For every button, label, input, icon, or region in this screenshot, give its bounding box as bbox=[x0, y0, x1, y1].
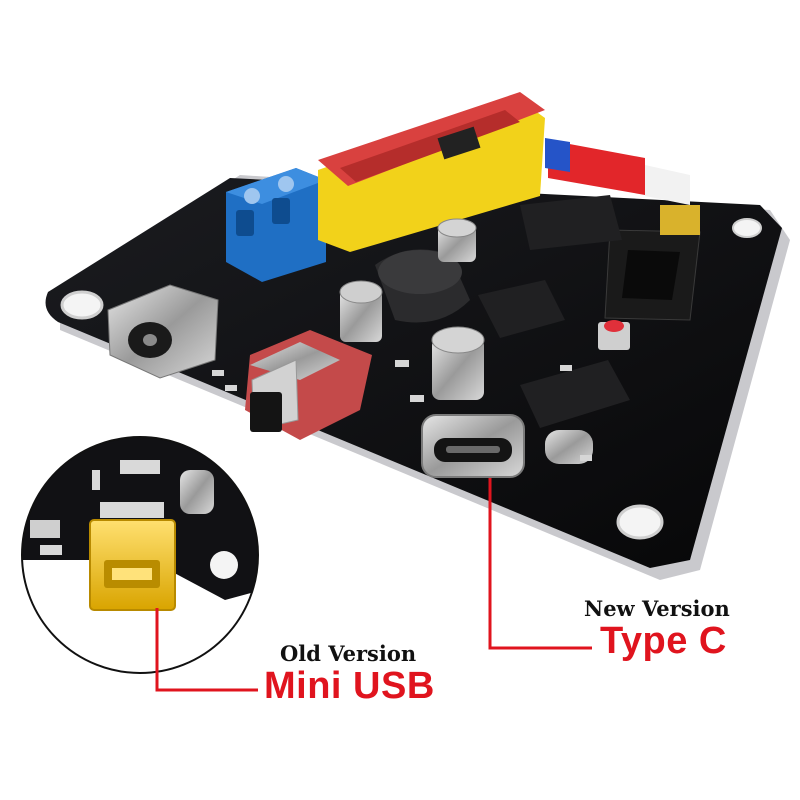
dc-barrel-jack bbox=[107, 284, 219, 379]
slide-switch bbox=[245, 330, 372, 440]
ic-chip bbox=[478, 195, 630, 428]
capacitor bbox=[437, 218, 477, 262]
pcb-board bbox=[45, 92, 790, 580]
top-connectors bbox=[545, 138, 690, 205]
mounting-hole bbox=[60, 290, 104, 320]
mounting-hole bbox=[732, 218, 762, 238]
type-c-label: Type C bbox=[600, 620, 727, 662]
board-top bbox=[45, 178, 783, 568]
mounting-hole bbox=[616, 504, 664, 540]
capacitor bbox=[339, 280, 383, 342]
mini-usb-callout-line bbox=[155, 608, 258, 692]
pin-header bbox=[604, 205, 701, 321]
old-version-caption: Old Version bbox=[280, 641, 417, 666]
stepper-driver bbox=[318, 92, 545, 252]
type-c-callout-line bbox=[488, 478, 592, 650]
usb-type-c-port bbox=[421, 414, 525, 478]
mini-usb-label: Mini USB bbox=[264, 665, 435, 707]
magnified-mini-usb-inset bbox=[21, 436, 259, 674]
screw-terminal bbox=[226, 168, 326, 282]
smd-components bbox=[212, 360, 592, 461]
reset-button bbox=[598, 320, 630, 350]
new-version-caption: New Version bbox=[584, 596, 730, 621]
mini-usb-port bbox=[89, 502, 176, 611]
capacitor bbox=[431, 326, 485, 400]
